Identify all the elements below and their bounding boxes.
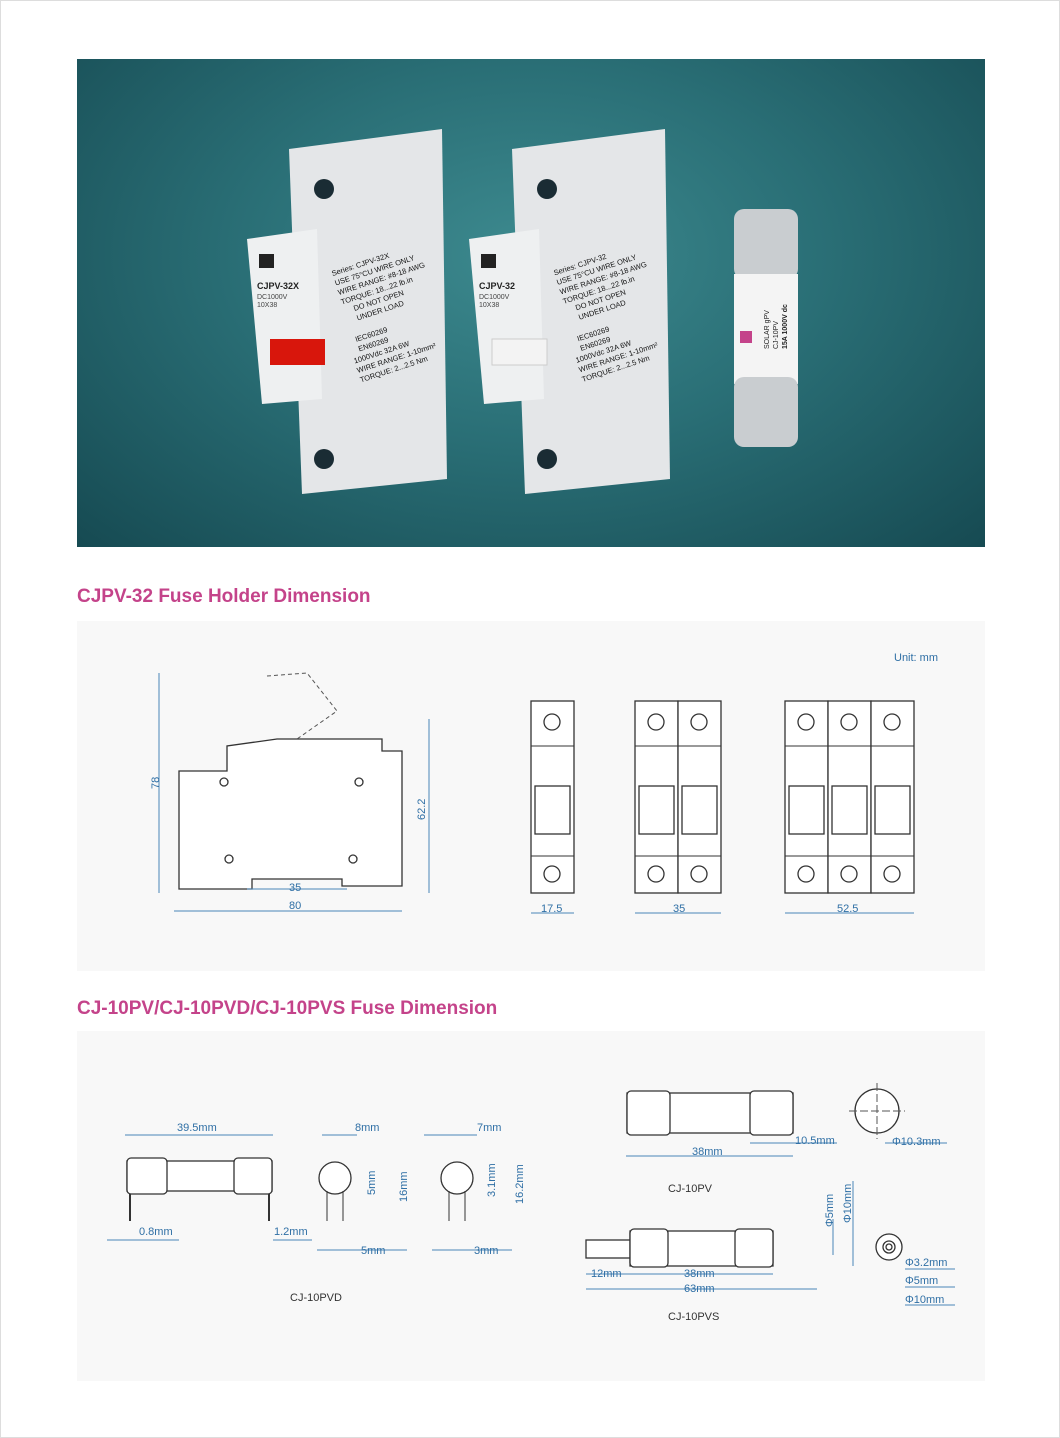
unit-label: Unit: mm: [894, 652, 938, 664]
terminal-screw-icon: [647, 865, 665, 883]
terminal-screw-icon: [840, 865, 858, 883]
dim-10mm: Φ10mm: [905, 1294, 944, 1306]
dim-3-2mm: Φ3.2mm: [905, 1257, 947, 1269]
terminal-screw-icon: [543, 865, 561, 883]
holder-dimension-panel: Unit: mm 78 62.2 35 80 17.5 35 52.5: [77, 621, 985, 971]
fuse-label: CJ-10PV: [773, 321, 780, 349]
dim-5mm-h: 5mm: [366, 1171, 378, 1195]
dim-lead-2: 1.2mm: [274, 1226, 308, 1238]
brand-logo: [481, 254, 496, 268]
terminal-screw-icon: [690, 865, 708, 883]
holder-front-views: [530, 700, 915, 914]
voltage-label: DC1000V: [479, 294, 510, 301]
model-name: CJ-10PV: [668, 1183, 713, 1195]
dim-base: 35: [289, 882, 301, 894]
terminal-screw-icon: [797, 713, 815, 731]
holder-side-view: 78 62.2 35 80: [150, 672, 430, 912]
dim-height-2: 62.2: [416, 799, 428, 820]
fuse-holder-cjpv-32: CJPV-32 DC1000V 10X38 Series: CJPV-32 US…: [469, 129, 670, 494]
terminal-screw-icon: [797, 865, 815, 883]
dim-pin-diameter: Φ5mm: [824, 1194, 836, 1227]
model-name: CJ-10PVD: [290, 1292, 342, 1304]
terminal-screw-icon: [883, 865, 901, 883]
cj-10pvd-drawing: 39.5mm 0.8mm 1.2mm 8mm 5mm 16mm 5mm 7mm …: [107, 1122, 526, 1304]
model-label: CJPV-32: [479, 281, 515, 291]
indicator-light: [270, 339, 325, 365]
size-label: 10X38: [257, 302, 277, 309]
fuse-cartridge: SOLAR gPV CJ-10PV 15A 1000V dc: [734, 209, 798, 447]
model-name: CJ-10PVS: [668, 1311, 719, 1323]
dim-1-pole: 17.5: [541, 903, 562, 915]
terminal-screw-icon: [840, 713, 858, 731]
dim-3-1mm: 3.1mm: [486, 1163, 498, 1197]
model-label: CJPV-32X: [257, 281, 299, 291]
fuse-label: SOLAR gPV: [764, 310, 771, 349]
dim-16mm: 16mm: [398, 1171, 410, 1202]
brand-logo: [259, 254, 274, 268]
dim-38mm: 38mm: [684, 1268, 715, 1280]
product-photo: CJPV-32X DC1000V 10X38 Series: CJPV-32X …: [77, 59, 985, 547]
terminal-screw-icon: [543, 713, 561, 731]
terminal-screw-icon: [647, 713, 665, 731]
dim-5mm-w: 5mm: [361, 1245, 385, 1257]
dim-length: 39.5mm: [177, 1122, 217, 1134]
dim-16-2mm: 16.2mm: [514, 1164, 526, 1204]
dim-2-pole: 35: [673, 903, 685, 915]
dim-3-pole: 52.5: [837, 903, 858, 915]
dim-cap: 10.5mm: [795, 1135, 835, 1147]
dim-8mm: 8mm: [355, 1122, 379, 1134]
dim-7mm: 7mm: [477, 1122, 501, 1134]
voltage-label: DC1000V: [257, 294, 288, 301]
dim-12mm: 12mm: [591, 1268, 622, 1280]
dim-5mm: Φ5mm: [905, 1275, 938, 1287]
terminal-screw-icon: [690, 713, 708, 731]
fuse-holder-cjpv-32x: CJPV-32X DC1000V 10X38 Series: CJPV-32X …: [247, 129, 447, 494]
terminal-screw-icon: [883, 713, 901, 731]
dim-body-diameter: Φ10mm: [842, 1184, 854, 1223]
cj-10pvs-drawing: Φ5mm Φ10mm 12mm 38mm 63mm Φ3.2mm Φ5mm Φ1…: [585, 1181, 955, 1323]
dim-3mm: 3mm: [474, 1245, 498, 1257]
dim-63mm: 63mm: [684, 1283, 715, 1295]
fuse-label: 15A 1000V dc: [782, 304, 789, 349]
dim-diameter: Φ10.3mm: [892, 1136, 941, 1148]
section-title-holder: CJPV-32 Fuse Holder Dimension: [77, 586, 371, 607]
dim-length: 38mm: [692, 1146, 723, 1158]
cj-10pv-drawing: 38mm 10.5mm Φ10.3mm CJ-10PV: [626, 1083, 947, 1195]
product-illustration: CJPV-32X DC1000V 10X38 Series: CJPV-32X …: [247, 129, 798, 494]
dim-height: 78: [150, 777, 162, 789]
dim-lead: 0.8mm: [139, 1226, 173, 1238]
section-title-fuse: CJ-10PV/CJ-10PVD/CJ-10PVS Fuse Dimension: [77, 998, 498, 1019]
dim-width: 80: [289, 900, 301, 912]
size-label: 10X38: [479, 302, 499, 309]
fuse-dimension-panel: 39.5mm 0.8mm 1.2mm 8mm 5mm 16mm 5mm 7mm …: [77, 1031, 985, 1381]
